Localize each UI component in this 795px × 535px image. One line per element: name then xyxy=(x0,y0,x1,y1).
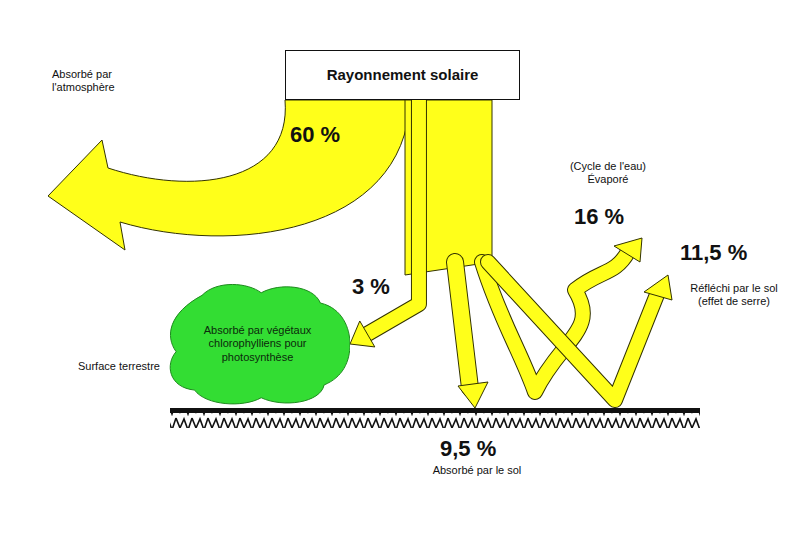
note-label: Absorbé par le sol xyxy=(432,464,522,477)
connector-outline xyxy=(366,100,419,335)
percent-label: 60 % xyxy=(290,122,340,147)
note-label: Réfléchi par le sol (effet de serre) xyxy=(684,282,784,307)
source-box: Rayonnement solaire xyxy=(285,50,520,100)
plant-shape xyxy=(170,284,350,403)
branch-arrows xyxy=(455,252,658,400)
branch-connector xyxy=(350,100,419,347)
percent-label: 9,5 % xyxy=(440,436,496,461)
node-text-group: Absorbé par végétaux chlorophylliens pou… xyxy=(195,324,320,364)
node-text-group: Rayonnement solaire xyxy=(295,66,510,84)
atmosphere-arrow xyxy=(48,100,410,250)
percent-label: 3 % xyxy=(352,274,390,299)
percent-label: 11,5 % xyxy=(680,240,747,265)
plant-label: Absorbé par végétaux chlorophylliens pou… xyxy=(195,324,320,364)
note-label: Surface terrestre xyxy=(78,360,160,373)
arrow-head xyxy=(644,275,672,300)
arrow-head xyxy=(350,321,375,347)
percent-label: 16 % xyxy=(574,204,624,229)
arrow-head xyxy=(458,382,488,408)
note-label: (Cycle de l'eau) Évaporé xyxy=(548,160,668,185)
arrow-head xyxy=(614,238,642,262)
ground-hatch xyxy=(170,412,700,428)
note-label: Absorbé par l'atmosphère xyxy=(52,68,147,93)
source-title: Rayonnement solaire xyxy=(295,66,510,84)
connector-line xyxy=(366,100,419,335)
plant-blob: Absorbé par végétaux chlorophylliens pou… xyxy=(165,280,350,408)
